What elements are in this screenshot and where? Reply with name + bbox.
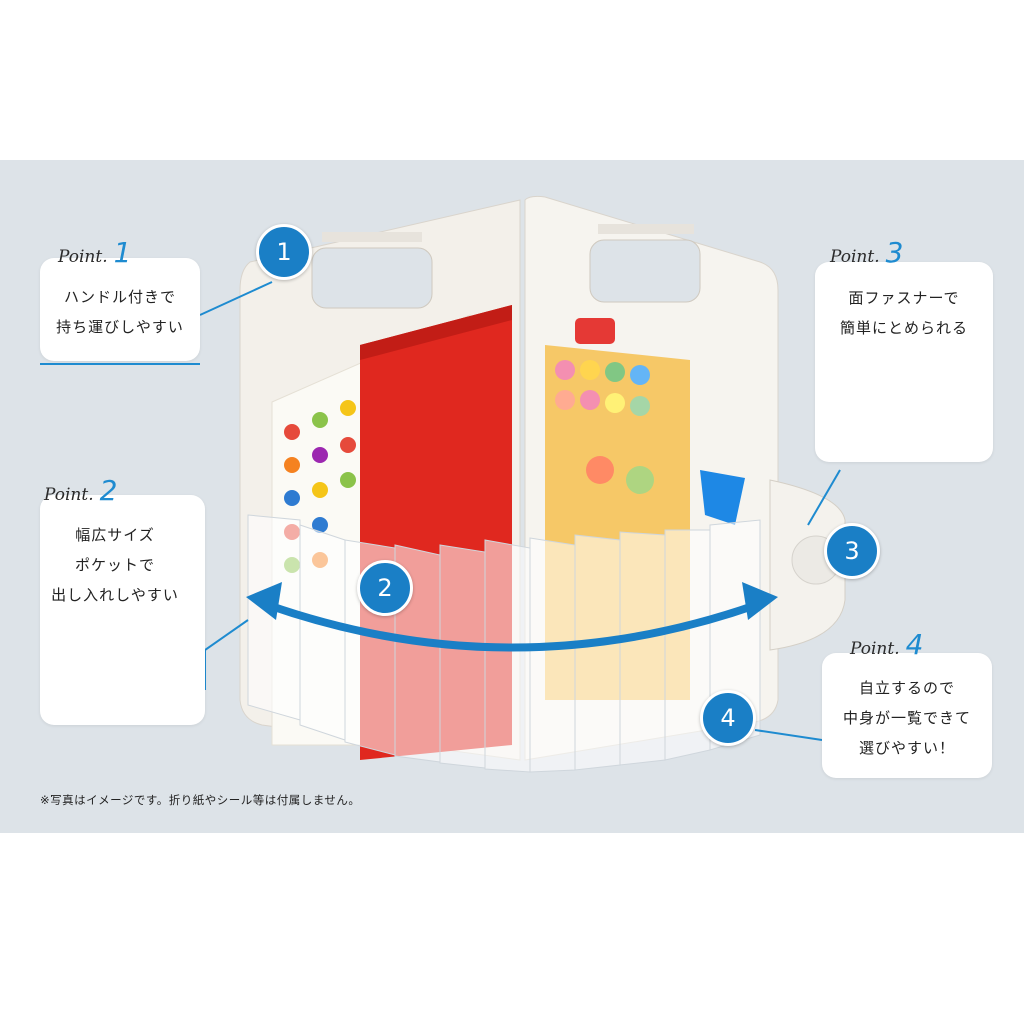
point4-text: 自立するので 中身が一覧できて 選びやすい！	[822, 673, 992, 763]
point1-title: Point.1	[58, 236, 131, 269]
stickers	[555, 318, 654, 494]
point1-line-1: ハンドル付きで	[63, 288, 176, 306]
connector-line-3	[807, 469, 841, 526]
point4-title: Point.4	[850, 628, 923, 661]
point4-card	[822, 653, 992, 778]
badge-1: 1	[256, 224, 312, 280]
point2-line-2: ポケットで	[74, 556, 155, 574]
point2-title: Point.2	[44, 474, 117, 507]
connector-line-2	[204, 619, 249, 690]
point1-text: ハンドル付きで 持ち運びしやすい	[40, 282, 200, 342]
disclaimer-note: ※写真はイメージです。折り紙やシール等は付属しません。	[40, 793, 361, 807]
point2-card	[40, 495, 205, 725]
connector-line-1	[199, 281, 273, 316]
point4-number: 4	[905, 628, 924, 661]
point1-label: Point.	[58, 247, 108, 267]
blue-origami	[700, 470, 745, 525]
connector-line-4	[754, 729, 823, 741]
pocket-arrow	[246, 582, 778, 652]
point3-text: 面ファスナーで 簡単にとめられる	[815, 283, 993, 343]
point3-line-2: 簡単にとめられる	[839, 319, 968, 337]
point2-line-1: 幅広サイズ	[75, 526, 155, 544]
point2-label: Point.	[44, 485, 94, 505]
point2-number: 2	[99, 474, 118, 507]
point4-line-2: 中身が一覧できて	[842, 709, 971, 727]
point4-line-3: 選びやすい！	[858, 739, 955, 757]
point2-text: 幅広サイズ ポケットで 出し入れしやすい	[40, 520, 190, 610]
point1-card	[40, 258, 200, 361]
point1-line-2: 持ち運びしやすい	[56, 318, 184, 336]
point3-label: Point.	[830, 247, 880, 267]
point4-label: Point.	[850, 639, 900, 659]
badge-4: 4	[700, 690, 756, 746]
point3-line-1: 面ファスナーで	[848, 289, 960, 307]
right-handle	[589, 239, 701, 303]
point4-line-1: 自立するので	[858, 679, 955, 697]
badge-3: 3	[824, 523, 880, 579]
point3-number: 3	[885, 236, 904, 269]
point3-card	[815, 262, 993, 462]
point1-number: 1	[113, 236, 132, 269]
left-handle	[311, 247, 433, 309]
point2-line-3: 出し入れしやすい	[51, 586, 179, 604]
point3-title: Point.3	[830, 236, 903, 269]
badge-2: 2	[357, 560, 413, 616]
point1-card-border	[40, 318, 200, 365]
